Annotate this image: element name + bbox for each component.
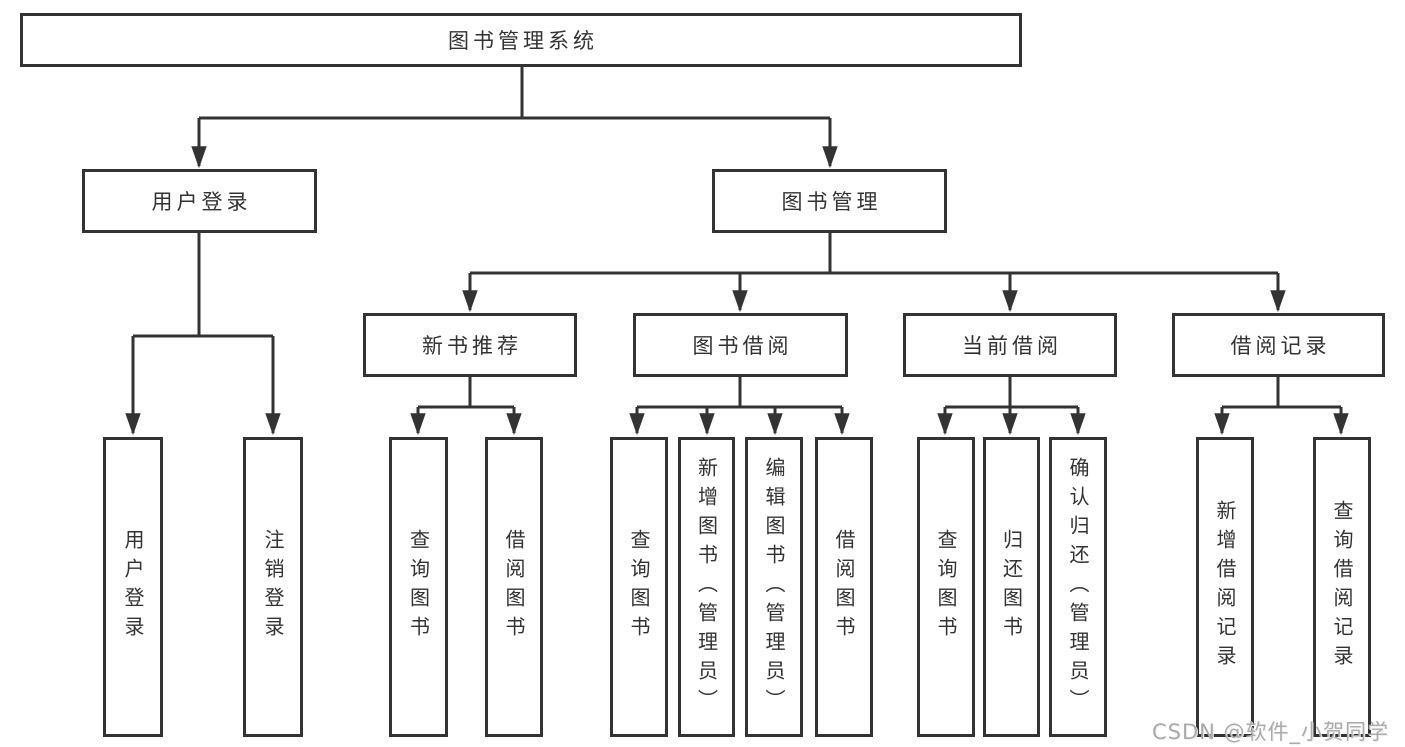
node-user-login: 用户登录	[82, 169, 317, 233]
leaf-newbook-query-books: 查询图书	[389, 437, 448, 737]
leaf-logout: 注销登录	[243, 437, 303, 737]
leaf-records-add-borrow-record: 新增借阅记录	[1196, 437, 1254, 737]
node-current-borrowing: 当前借阅	[903, 313, 1117, 377]
leaf-current-return-books: 归还图书	[983, 437, 1040, 737]
node-book-borrowing: 图书借阅	[633, 313, 848, 377]
leaf-current-confirm-return-admin: 确认归还（管理员）	[1049, 437, 1107, 737]
leaf-user-login: 用户登录	[103, 437, 163, 737]
leaf-current-query-books: 查询图书	[917, 437, 975, 737]
csdn-watermark: CSDN @软件_小贺同学	[1152, 720, 1390, 744]
node-book-management: 图书管理	[712, 169, 947, 233]
leaf-borrowing-borrow-books: 借阅图书	[815, 437, 873, 737]
node-new-book-recommendation: 新书推荐	[363, 313, 577, 377]
leaf-borrowing-add-book-admin: 新增图书（管理员）	[678, 437, 735, 737]
node-library-management-system: 图书管理系统	[20, 13, 1022, 67]
node-borrowing-records: 借阅记录	[1172, 313, 1385, 377]
leaf-newbook-borrow-books: 借阅图书	[485, 437, 543, 737]
leaf-borrowing-edit-book-admin: 编辑图书（管理员）	[745, 437, 803, 737]
leaf-borrowing-query-books: 查询图书	[610, 437, 668, 737]
leaf-records-query-borrow-record: 查询借阅记录	[1313, 437, 1371, 737]
